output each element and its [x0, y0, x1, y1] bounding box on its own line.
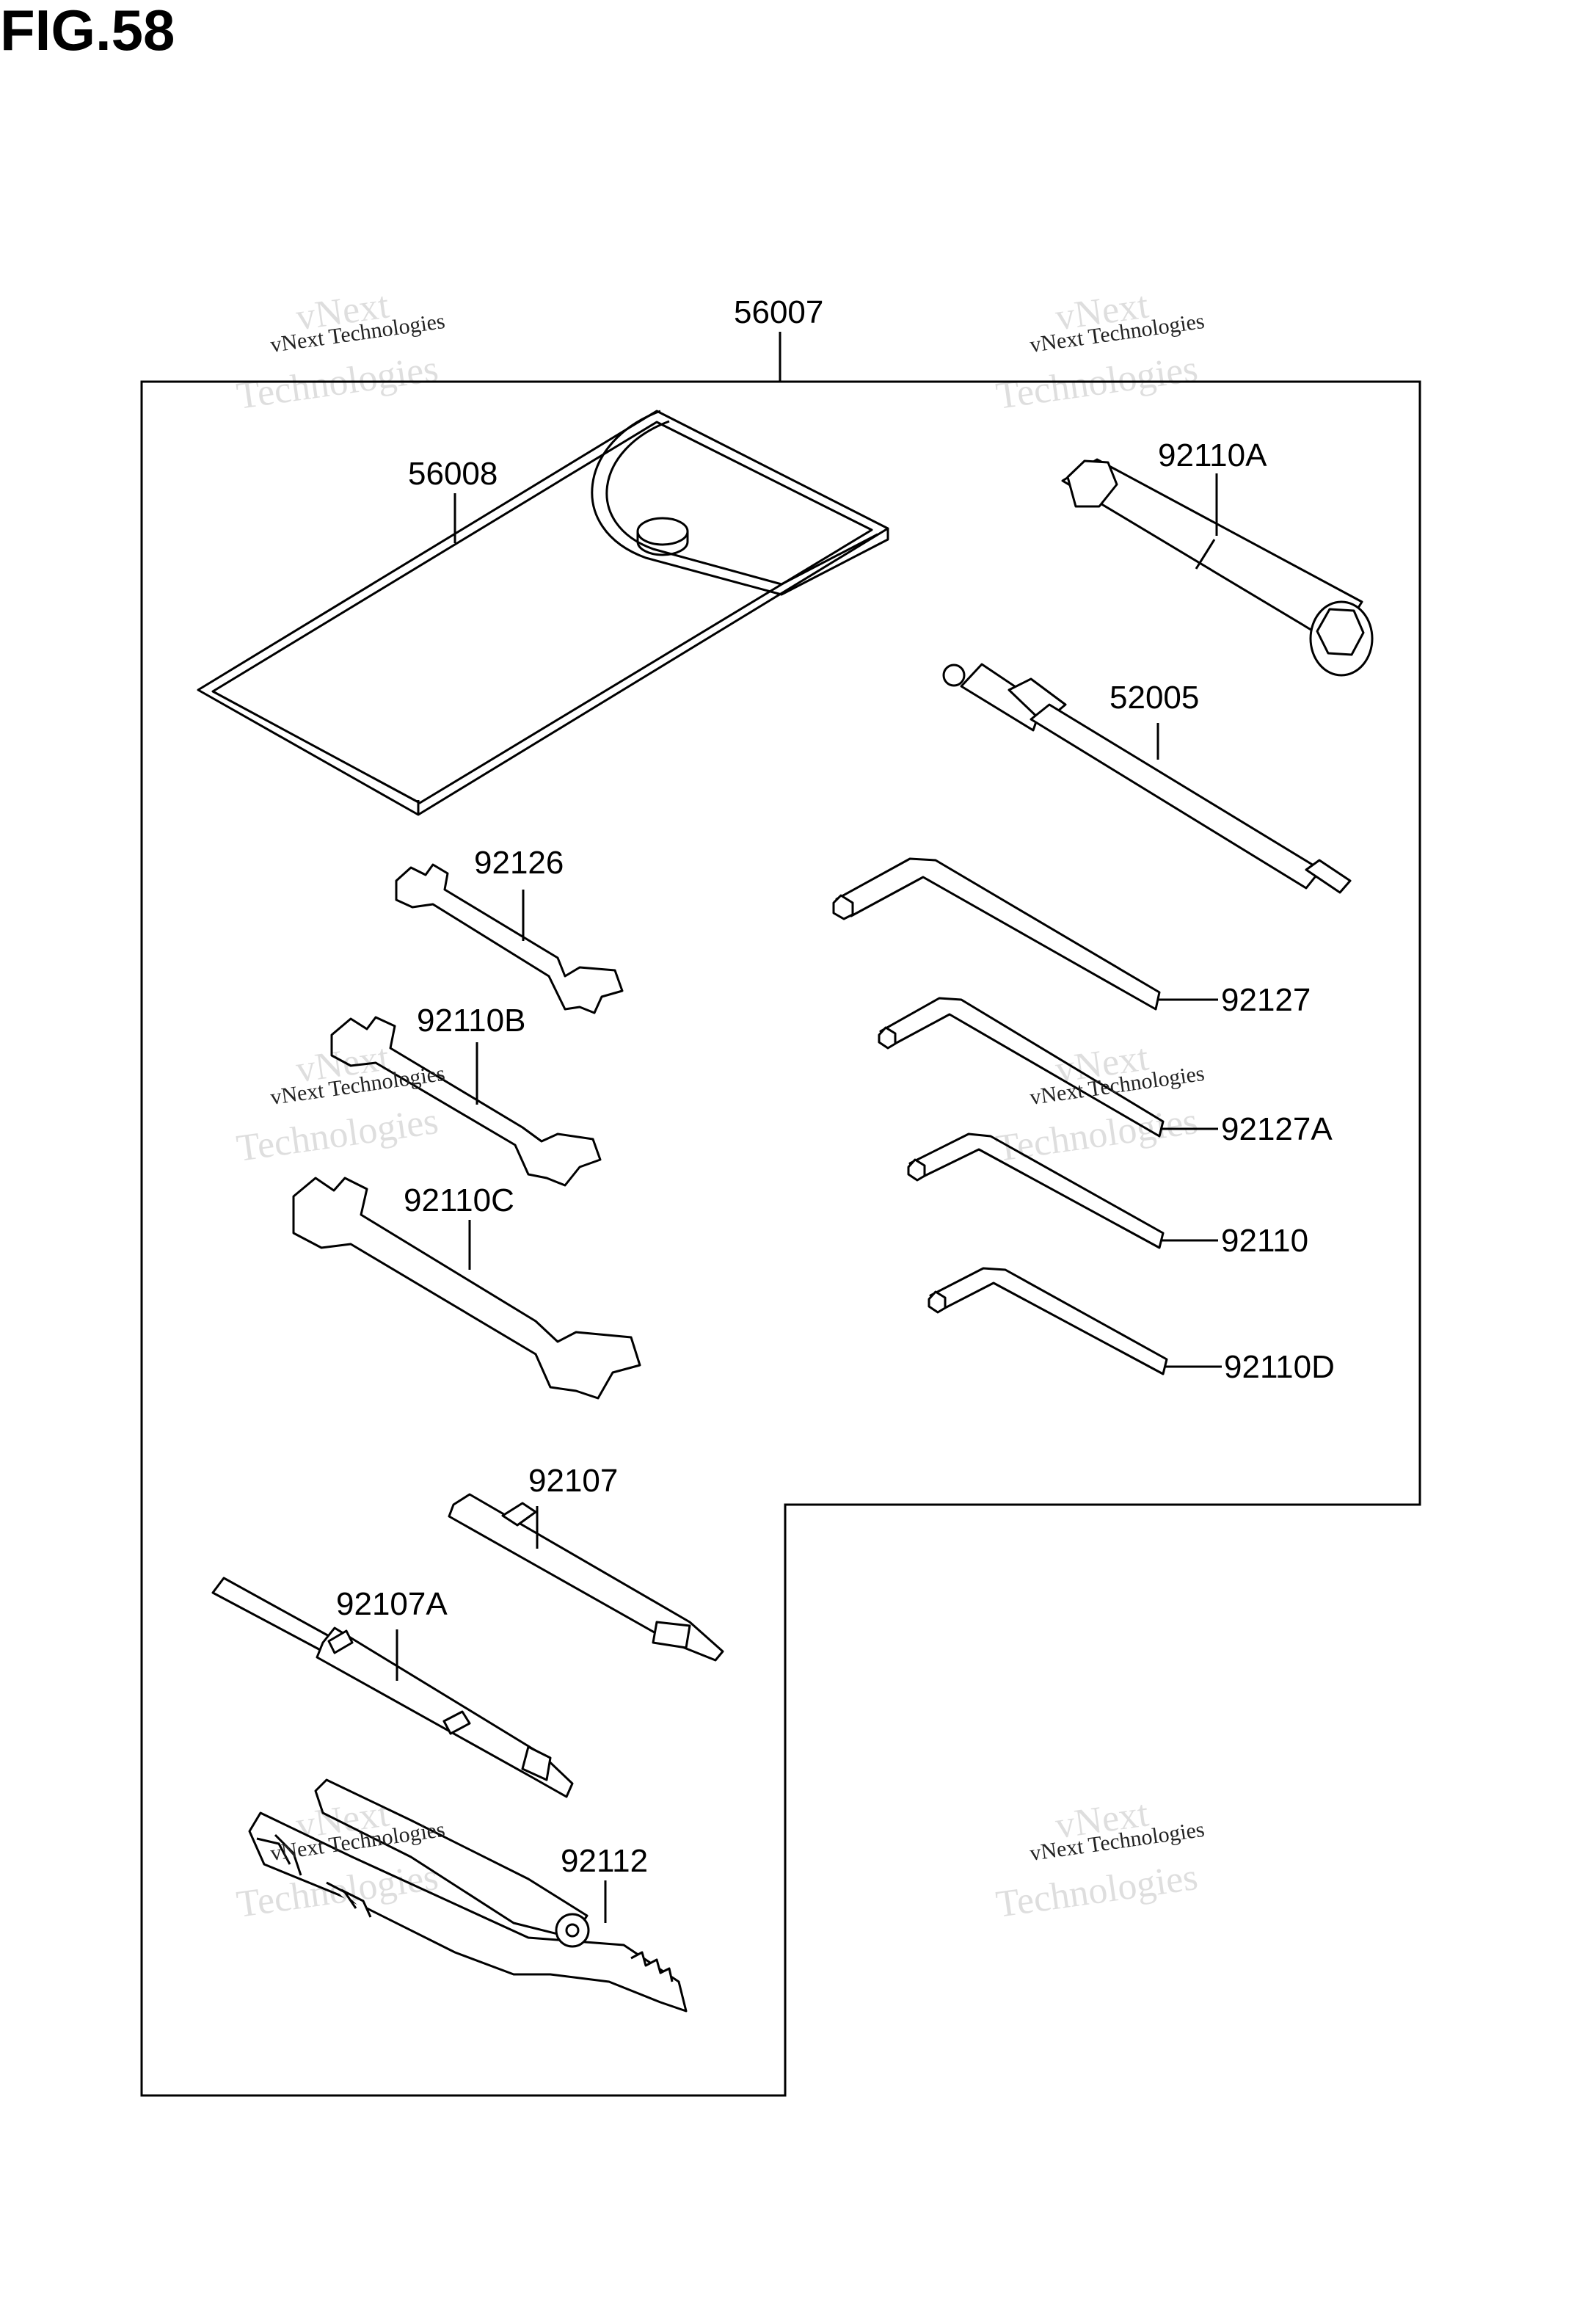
watermark-tech: Technologies: [234, 348, 441, 418]
watermark-tech: Technologies: [994, 1856, 1200, 1926]
label-92107A: 92107A: [336, 1586, 448, 1622]
watermark-tech: Technologies: [234, 1100, 441, 1170]
watermark-tech: Technologies: [994, 348, 1200, 418]
pliers-drawing: [248, 1778, 688, 2013]
label-92107: 92107: [528, 1463, 618, 1499]
label-92127: 92127: [1221, 982, 1311, 1018]
kit-outline: [140, 380, 1421, 2097]
watermark-tech: Technologies: [994, 1100, 1200, 1170]
hex-key-92127-drawing: [832, 857, 1161, 1011]
wrench-92110C-drawing: [292, 1177, 641, 1400]
box-socket-wrench-drawing: [1061, 458, 1374, 677]
label-92110B: 92110B: [417, 1003, 525, 1039]
wrench-92126-drawing: [395, 863, 624, 1014]
spark-plug-tool-drawing: [942, 663, 1352, 894]
watermark: vNext vNext Technologies Technologies: [234, 1036, 446, 1170]
wrench-92110B-drawing: [330, 1016, 602, 1187]
label-92127A: 92127A: [1221, 1111, 1333, 1147]
screwdriver-bit-drawing: [448, 1493, 724, 1662]
label-52005: 52005: [1109, 680, 1199, 716]
watermark: vNext vNext Technologies Technologies: [994, 284, 1206, 418]
tool-pouch-drawing: [197, 410, 889, 816]
watermark: vNext vNext Technologies Technologies: [994, 1792, 1206, 1926]
label-92112: 92112: [561, 1843, 648, 1879]
figure-title: FIG.58: [0, 0, 175, 62]
label-92126: 92126: [474, 845, 564, 881]
label-92110: 92110: [1221, 1223, 1308, 1259]
screwdriver-handle-drawing: [211, 1577, 574, 1798]
label-92110C: 92110C: [404, 1182, 514, 1218]
label-92110D: 92110D: [1224, 1349, 1335, 1385]
hex-key-92110D-drawing: [928, 1267, 1168, 1375]
label-56007: 56007: [734, 294, 823, 330]
watermark: vNext vNext Technologies Technologies: [234, 284, 446, 418]
label-92110A: 92110A: [1158, 437, 1267, 473]
label-56008: 56008: [408, 456, 498, 492]
